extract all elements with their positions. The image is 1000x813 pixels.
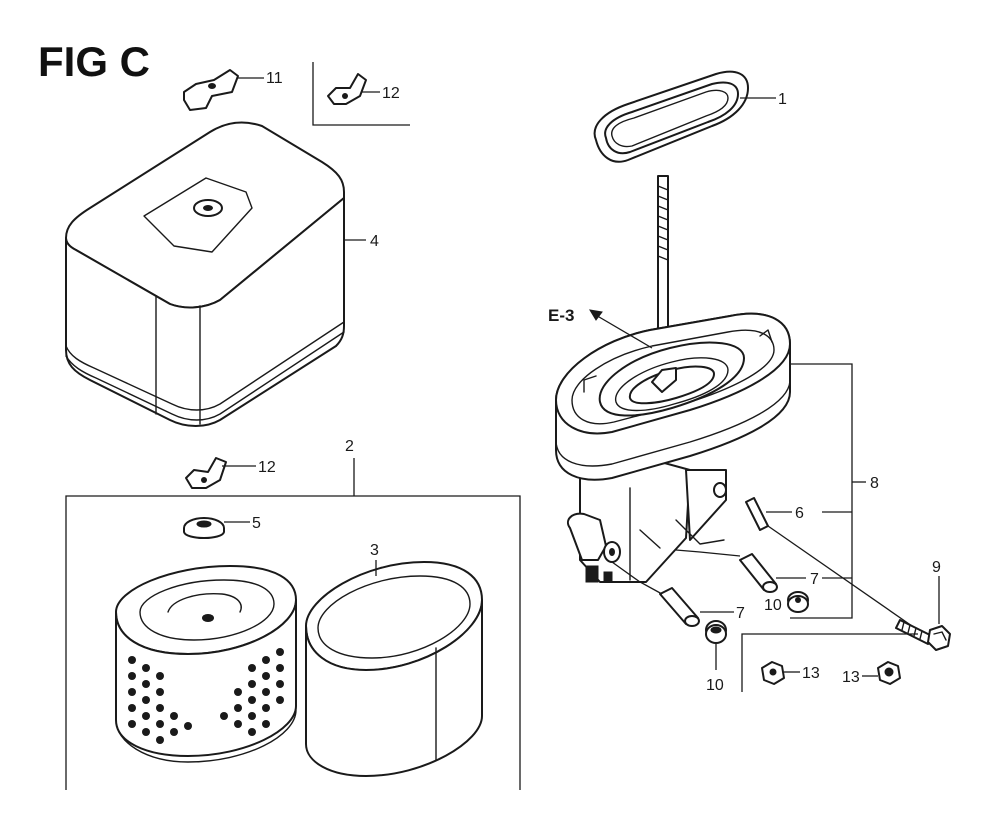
callout-7-left: 7 — [736, 605, 745, 622]
grommet-icon — [705, 620, 727, 644]
pin-icon — [745, 497, 769, 531]
callout-7-right: 7 — [810, 571, 819, 588]
callout-4: 4 — [370, 233, 379, 250]
nut-icon — [877, 661, 901, 685]
collar-icon — [659, 587, 700, 627]
callout-10-right: 10 — [764, 597, 782, 614]
grommet-icon — [183, 517, 225, 539]
wing-nut-icon — [183, 69, 239, 111]
wing-nut-icon — [185, 457, 227, 489]
outer-foam-icon — [305, 561, 483, 777]
callout-11: 11 — [266, 70, 283, 87]
callout-1: 1 — [778, 91, 787, 108]
callout-3: 3 — [370, 542, 379, 559]
callout-12-bottom: 12 — [258, 459, 276, 476]
bolt-icon — [767, 525, 951, 651]
callout-13-left: 13 — [802, 665, 820, 682]
callout-8: 8 — [870, 475, 879, 492]
cover-icon — [65, 121, 345, 427]
gasket-icon — [593, 70, 749, 163]
callout-2: 2 — [345, 438, 354, 455]
figure-title: FIG C — [38, 38, 150, 85]
callout-12-top: 12 — [382, 85, 400, 102]
callout-13-right: 13 — [842, 669, 860, 686]
callout-10-bottom: 10 — [706, 677, 724, 694]
element-set-icon — [115, 565, 297, 763]
collar-icon — [739, 553, 778, 593]
grommet-icon — [787, 591, 809, 613]
nut-icon — [761, 661, 785, 685]
callout-9: 9 — [932, 559, 941, 576]
arrow-icon — [589, 309, 653, 349]
wing-nut-icon — [327, 73, 367, 105]
case-assembly-icon — [555, 175, 791, 583]
callout-5: 5 — [252, 515, 261, 532]
callout-6: 6 — [795, 505, 804, 522]
ref-e3-label: E-3 — [548, 306, 574, 325]
